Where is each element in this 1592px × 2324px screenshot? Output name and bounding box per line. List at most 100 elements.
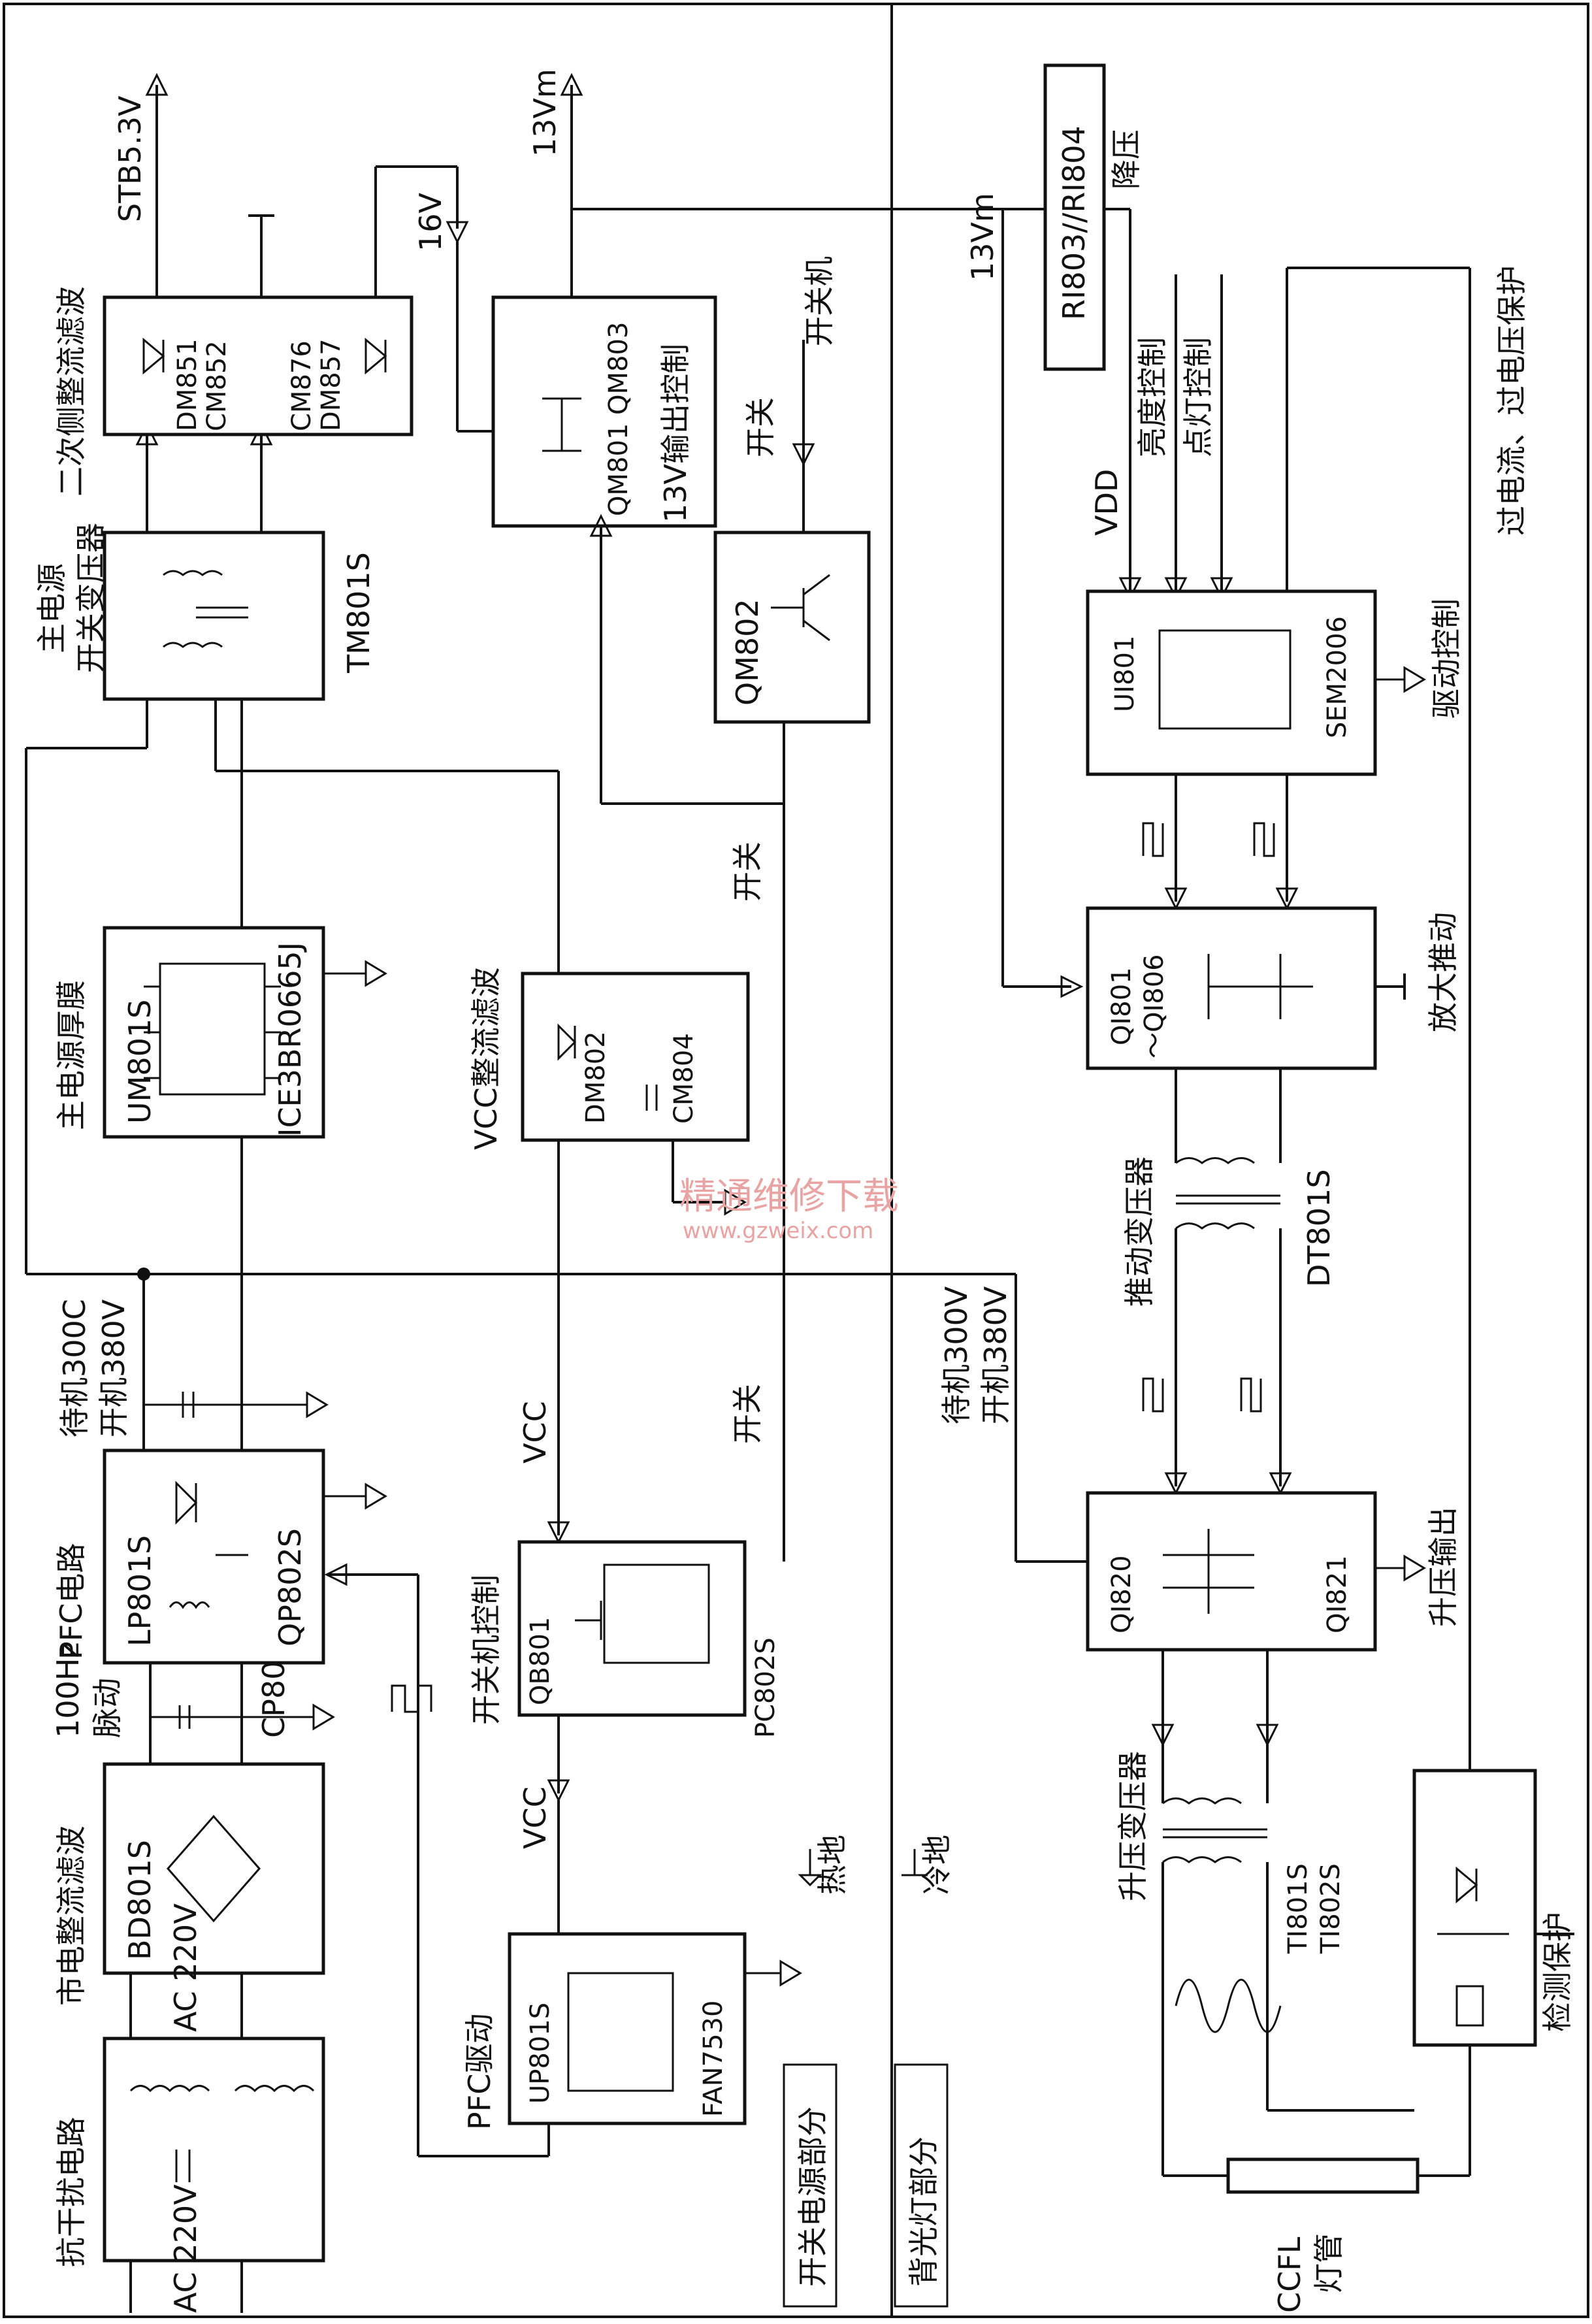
bl-standby-2: 开机380V (978, 1286, 1013, 1424)
qi801-block: QI801 ～QI806 (1086, 906, 1377, 1070)
secondary-title: 二次侧整流滤波 (54, 286, 89, 497)
pwm-block: 主电源厚膜 UM801S ICE3BR0665J (54, 926, 325, 1139)
stb-label: STB5.3V (112, 95, 148, 222)
onoff-p1: QB801 (525, 1617, 555, 1705)
emi-block: 抗干扰电路 (54, 2037, 325, 2267)
vcc2-label: VCC (517, 1786, 553, 1849)
out13v-title: 13V输出控制 (658, 344, 693, 523)
vcc-rect-block: VCC整流滤波 DM802 CM804 (468, 967, 750, 1150)
transformer-title-2: 开关变压器 (73, 523, 108, 673)
qi801-p2: ～QI806 (1139, 954, 1169, 1058)
detect-block: 检测保护 (1412, 1769, 1575, 2047)
frame (3, 3, 1589, 2318)
boost-tx-p1: TI801S (1283, 1863, 1313, 1954)
emi-title: 抗干扰电路 (54, 2117, 89, 2267)
vcc-rect-title: VCC整流滤波 (468, 967, 504, 1150)
hot-ground-label: 热地 (815, 1835, 850, 1895)
bl-standby-1: 待机300V (939, 1286, 974, 1424)
sw-label-top: 开关 (743, 397, 778, 457)
qi820-block: QI820 QI821 (1086, 1491, 1377, 1652)
bridge-block: 市电整流滤波 BD801S (54, 1762, 325, 2006)
bridge-part: BD801S (122, 1840, 157, 1960)
boost-tx-p2: TI802S (1316, 1863, 1346, 1954)
onoff-cmd-label: 开关机 (802, 256, 837, 346)
left-section-label: 开关电源部分 (795, 2106, 830, 2287)
pwm-part-2: ICE3BR0665J (272, 942, 308, 1137)
qi820-title: 升压输出 (1425, 1507, 1461, 1627)
right-section-label: 背光灯部分 (906, 2136, 941, 2287)
left-section-frame (783, 2063, 837, 2308)
ac-mid-label: AC 220V (168, 1903, 203, 2032)
ccfl-lamp (1226, 2157, 1420, 2194)
vcc-rect-p2: CM804 (669, 1033, 699, 1124)
pfc-drv-block: PFC驱动 UP801S FAN7530 (462, 1932, 747, 2130)
drive-tx-block (1175, 1157, 1280, 1230)
ccfl-title-2: 灯管 (1311, 2233, 1346, 2293)
pulse-label-2: 脉动 (89, 1678, 125, 1738)
secondary-p1: DM851 (172, 338, 203, 431)
onoff-block: 开关机控制 QB801 PC802S (468, 1540, 781, 1738)
ri-block: RI803//RI804 (1043, 63, 1106, 371)
sw-label-mid: 开关 (730, 842, 765, 902)
pfc-part-1: LP801S (122, 1535, 157, 1646)
qm802-block: QM802 (713, 531, 871, 724)
drive-tx-part: DT801S (1301, 1169, 1337, 1287)
lamp-ctrl-label: 点灯控制 (1180, 337, 1216, 457)
pwm-part-1: UM801S (122, 1000, 157, 1124)
qi801-title: 放大推动 (1425, 912, 1461, 1032)
standby-label-2: 开机380V (96, 1299, 131, 1437)
vdd-label: VDD (1089, 469, 1124, 536)
pulse-label-1: 100Hz (50, 1642, 86, 1738)
ui801-p2: SEM2006 (1322, 616, 1352, 738)
onoff-title: 开关机控制 (468, 1575, 504, 1725)
sw-label-bottom: 开关 (730, 1384, 765, 1444)
boost-tx-block (1162, 1797, 1267, 1863)
ri-note: 降压 (1109, 129, 1144, 189)
ri-part: RI803//RI804 (1056, 125, 1092, 320)
standby-label-1: 待机300C (57, 1299, 92, 1437)
pfc-part-2: QP802S (272, 1528, 308, 1646)
protect-label: 过电流、过电压保护 (1494, 265, 1529, 536)
pfc-title: PFC电路 (54, 1543, 89, 1660)
out13v-parts: QM801 QM803 (604, 322, 634, 516)
right-section-frame (894, 2063, 949, 2308)
cold-ground-label: 冷地 (919, 1835, 954, 1895)
watermark-url: www.gzweix.com (683, 1218, 873, 1244)
transformer-title-1: 主电源 (34, 563, 69, 653)
pfc-block: PFC电路 LP801S QP802S (54, 1448, 325, 1665)
vcc1-label: VCC (517, 1401, 553, 1464)
drive-tx-title: 推动变压器 (1122, 1156, 1157, 1307)
onoff-p2: PC802S (751, 1637, 781, 1738)
watermark-cn: 精通维修下载 (679, 1175, 899, 1218)
ccfl-title-1: CCFL (1272, 2236, 1307, 2313)
transformer-block: 主电源 开关变压器 TM801S (34, 523, 376, 701)
pfc-drv-p2: FAN7530 (698, 2001, 728, 2117)
secondary-block: 二次侧整流滤波 DM851 CM852 CM876 DM857 (54, 286, 414, 497)
ui801-title: 驱动控制 (1429, 598, 1464, 719)
secondary-p4: DM857 (316, 338, 346, 431)
detect-title: 检测保护 (1540, 1912, 1575, 2032)
transformer-part: TM801S (341, 552, 376, 674)
vcc-rect-p1: DM802 (581, 1031, 611, 1124)
ui801-p1: UI801 (1110, 636, 1140, 712)
ground-legend: 热地 冷地 (798, 1835, 954, 1895)
ui801-block: UI801 SEM2006 (1086, 589, 1377, 776)
secondary-p2: CM852 (202, 340, 232, 431)
v13b-label: 13Vm (965, 193, 1000, 281)
qi801-p1: QI801 (1107, 967, 1137, 1045)
qm802-part: QM802 (730, 598, 765, 706)
bridge-title: 市电整流滤波 (54, 1825, 89, 2006)
v16-label: 16V (413, 192, 448, 252)
boost-tx-title: 升压变压器 (1115, 1751, 1150, 1901)
pwm-title: 主电源厚膜 (54, 980, 89, 1130)
sine-wave (1175, 1978, 1282, 2033)
brightness-label: 亮度控制 (1135, 337, 1170, 457)
pfc-drv-title: PFC驱动 (462, 2014, 497, 2130)
secondary-p3: CM876 (287, 340, 317, 431)
out13v-block: QM801 QM803 13V输出控制 (491, 295, 717, 528)
qi820-p1: QI820 (1107, 1555, 1137, 1633)
v13-label: 13Vm (527, 69, 562, 157)
pfc-drv-p1: UP801S (525, 2003, 555, 2104)
